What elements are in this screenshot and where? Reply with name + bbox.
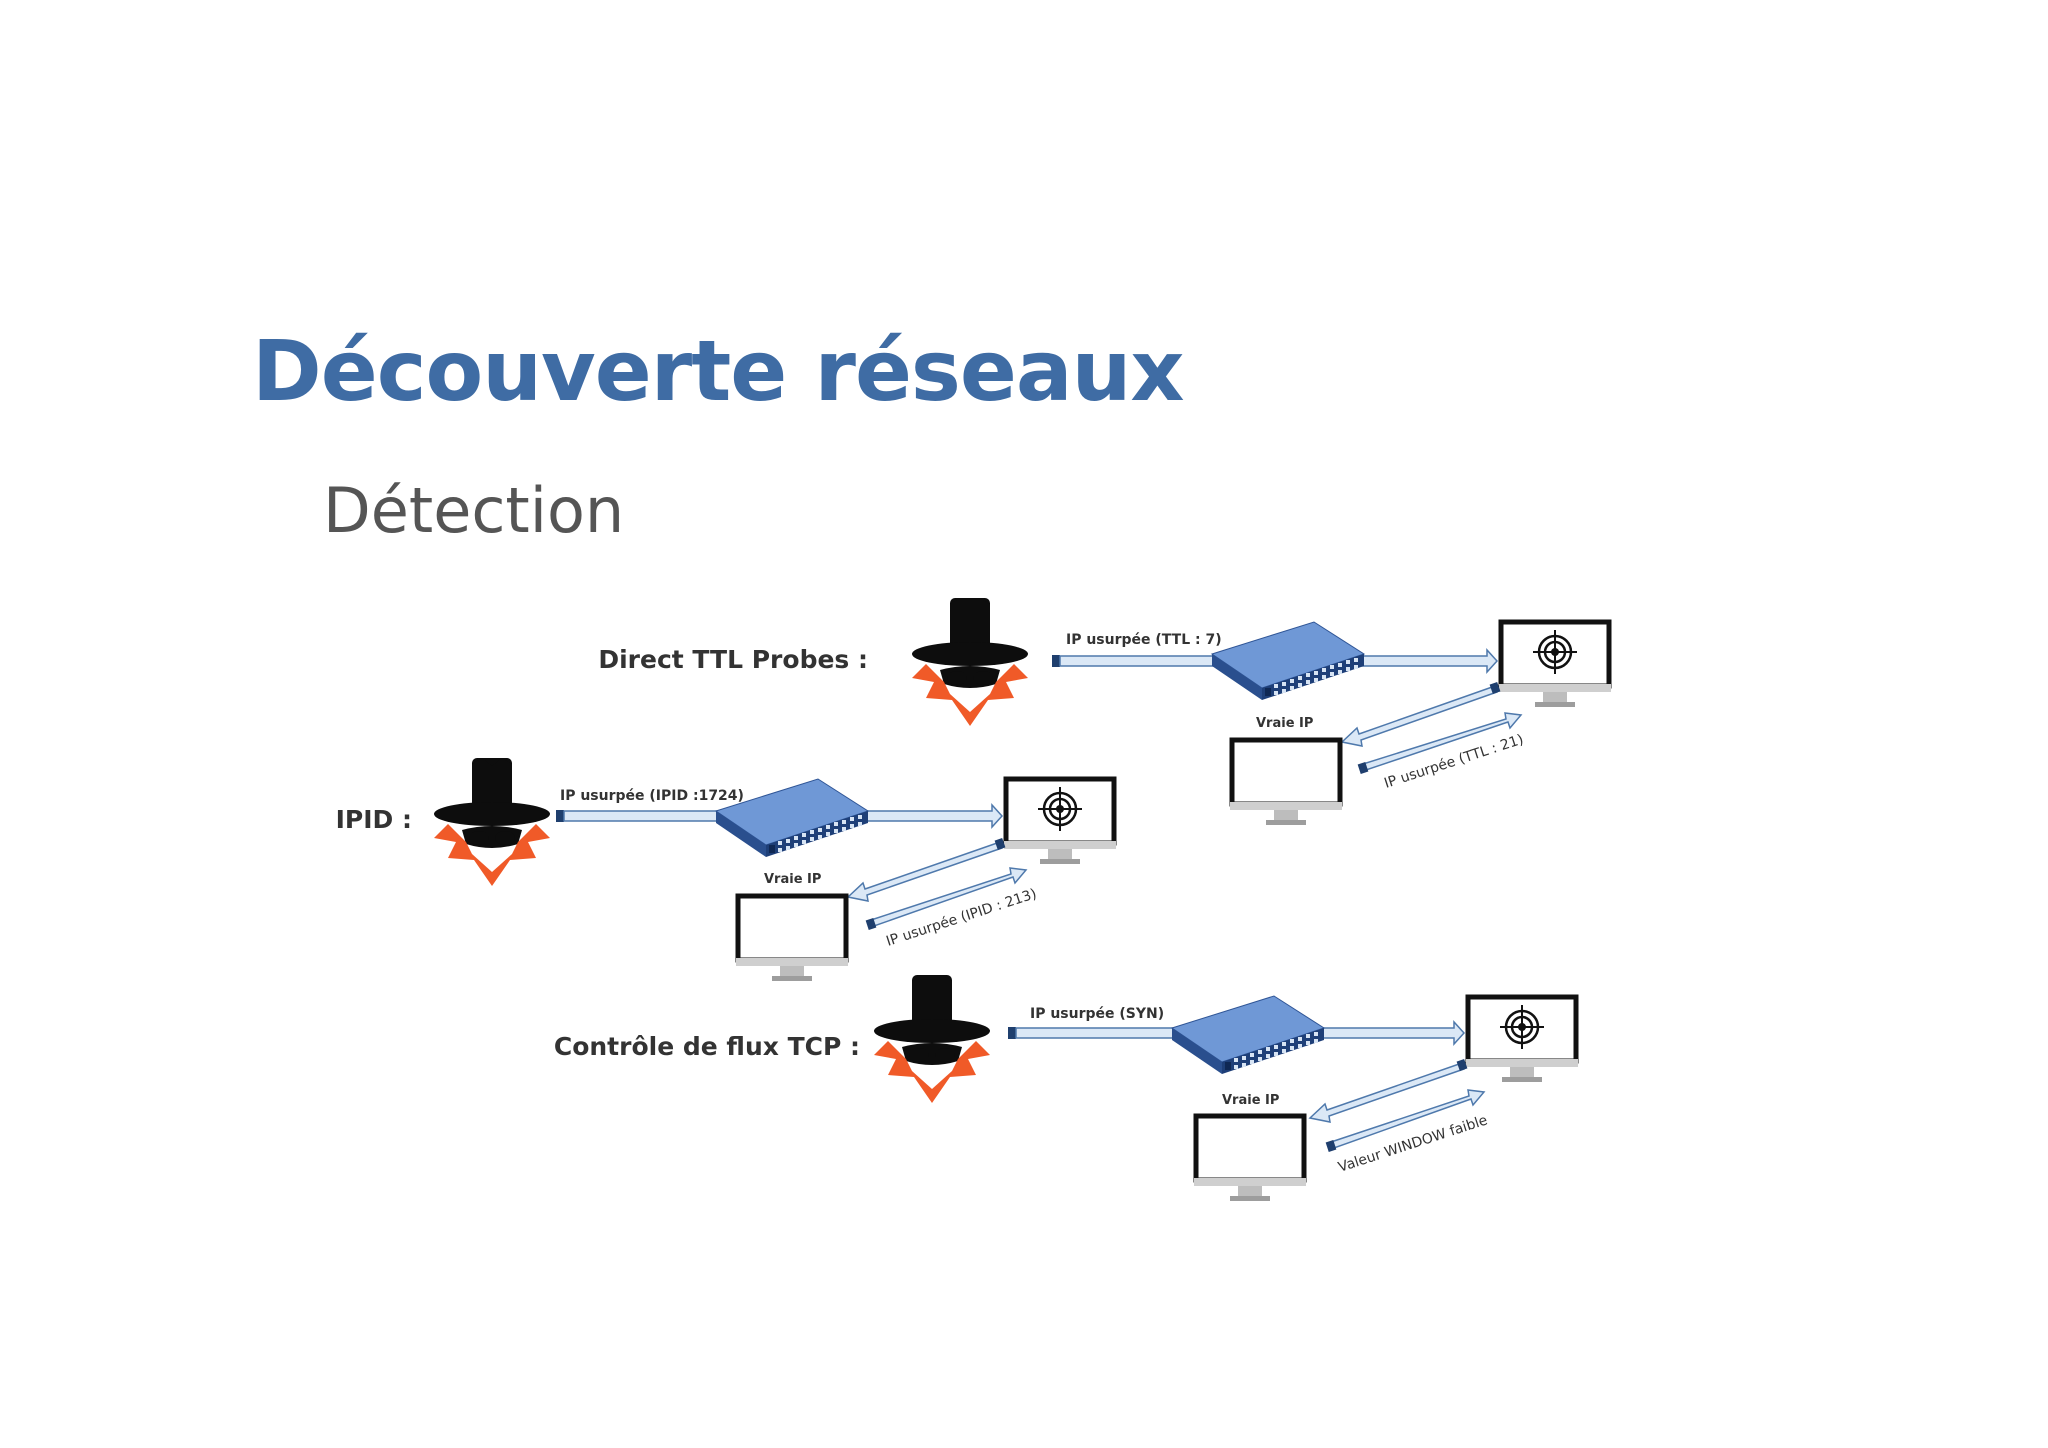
row-label-ipid: IPID : xyxy=(336,805,412,834)
response-label: Valeur WINDOW faible xyxy=(1336,1112,1489,1175)
row-label-direct-ttl: Direct TTL Probes : xyxy=(598,645,868,674)
row-label-tcp-flow: Contrôle de flux TCP : xyxy=(554,1032,860,1061)
slide-title: Découverte réseaux xyxy=(252,322,1185,420)
network-switch-icon xyxy=(1171,995,1325,1075)
spy-hacker-icon xyxy=(912,598,1028,726)
reply-arrow xyxy=(1308,1058,1468,1123)
reply-arrow xyxy=(1340,681,1501,747)
spy-hacker-icon xyxy=(874,975,990,1103)
real-ip-label: Vraie IP xyxy=(764,872,821,887)
probe-label: IP usurpée (SYN) xyxy=(1030,1006,1164,1022)
real-ip-label: Vraie IP xyxy=(1222,1093,1279,1108)
monitor-icon xyxy=(736,896,848,981)
monitor-icon xyxy=(1230,740,1342,825)
spoofed-reply-arrow xyxy=(1357,712,1523,774)
spy-hacker-icon xyxy=(434,758,550,886)
row-tcp-flow-control: Contrôle de flux TCP : IP usurpée (SYN) … xyxy=(554,975,1578,1201)
slide-subtitle: Détection xyxy=(323,474,625,547)
real-ip-label: Vraie IP xyxy=(1256,716,1313,731)
target-monitor-icon xyxy=(1499,622,1611,707)
monitor-icon xyxy=(1194,1116,1306,1201)
probe-label: IP usurpée (TTL : 7) xyxy=(1066,632,1222,648)
probe-label: IP usurpée (IPID :1724) xyxy=(560,788,744,804)
reply-arrow xyxy=(846,837,1006,902)
spoofed-reply-arrow xyxy=(865,867,1028,930)
network-switch-icon xyxy=(1211,621,1365,701)
spoofed-reply-arrow xyxy=(1325,1089,1486,1152)
target-monitor-icon xyxy=(1466,997,1578,1082)
target-monitor-icon xyxy=(1004,779,1116,864)
row-ipid: IPID : IP usurpée (IPID :1724) Vraie IP … xyxy=(336,758,1116,981)
